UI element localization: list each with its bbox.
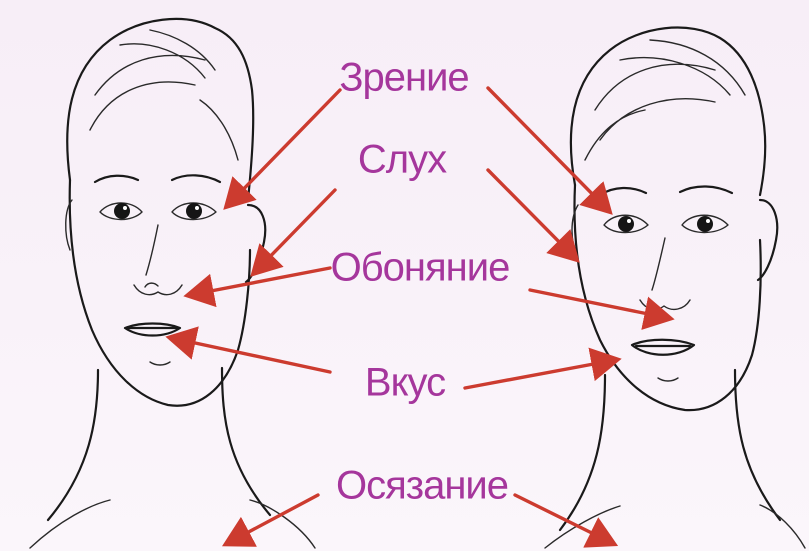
arrow-smell-right — [530, 290, 668, 318]
right-face-hair-strands — [585, 40, 745, 160]
label-taste: Вкус — [365, 361, 445, 405]
right-face-collar — [545, 505, 805, 548]
left-face-mouth — [125, 324, 180, 336]
left-face-eye-left-iris — [114, 203, 130, 219]
right-face-eye-right-iris — [697, 216, 713, 232]
arrow-touch-right — [515, 495, 612, 543]
left-face-brow-right — [172, 175, 220, 182]
right-face-brow-right — [680, 186, 732, 193]
right-face-eye-left-glint — [627, 219, 631, 223]
right-face-outline — [574, 185, 760, 410]
left-face-hair — [67, 19, 253, 200]
arrow-vision-right — [488, 88, 608, 210]
right-face-hair — [571, 28, 765, 195]
left-face-eye-right-glint — [195, 206, 199, 210]
right-face-brow-left — [600, 188, 646, 195]
left-face-collar — [30, 500, 315, 548]
right-face-mouth — [632, 340, 694, 355]
right-face — [545, 28, 805, 548]
arrow-taste-right — [465, 360, 615, 388]
arrow-taste-left — [172, 338, 330, 372]
arrow-hearing-left — [255, 190, 335, 272]
left-face — [30, 19, 315, 548]
right-face-eye-left-iris — [618, 216, 634, 232]
left-face-nose — [134, 225, 182, 295]
arrow-vision-left — [228, 90, 340, 205]
left-face-neck — [48, 368, 270, 520]
right-face-neck — [560, 370, 780, 530]
left-face-eye-right-iris — [186, 203, 202, 219]
left-face-chin — [150, 362, 170, 365]
label-vision: Зрение — [339, 56, 468, 100]
left-face-hair-strands — [90, 30, 238, 160]
left-face-eye-left-glint — [123, 206, 127, 210]
arrow-touch-left — [228, 495, 318, 543]
right-face-nose — [640, 238, 690, 309]
right-face-chin — [658, 378, 678, 381]
label-touch: Осязание — [336, 464, 508, 508]
right-face-eye-right-glint — [706, 219, 710, 223]
labels-group: Зрение Слух Обоняние Вкус Осязание — [331, 56, 510, 508]
arrow-smell-left — [190, 268, 330, 295]
label-smell: Обоняние — [331, 246, 510, 290]
label-hearing: Слух — [358, 138, 447, 182]
left-face-brow-left — [95, 176, 138, 182]
